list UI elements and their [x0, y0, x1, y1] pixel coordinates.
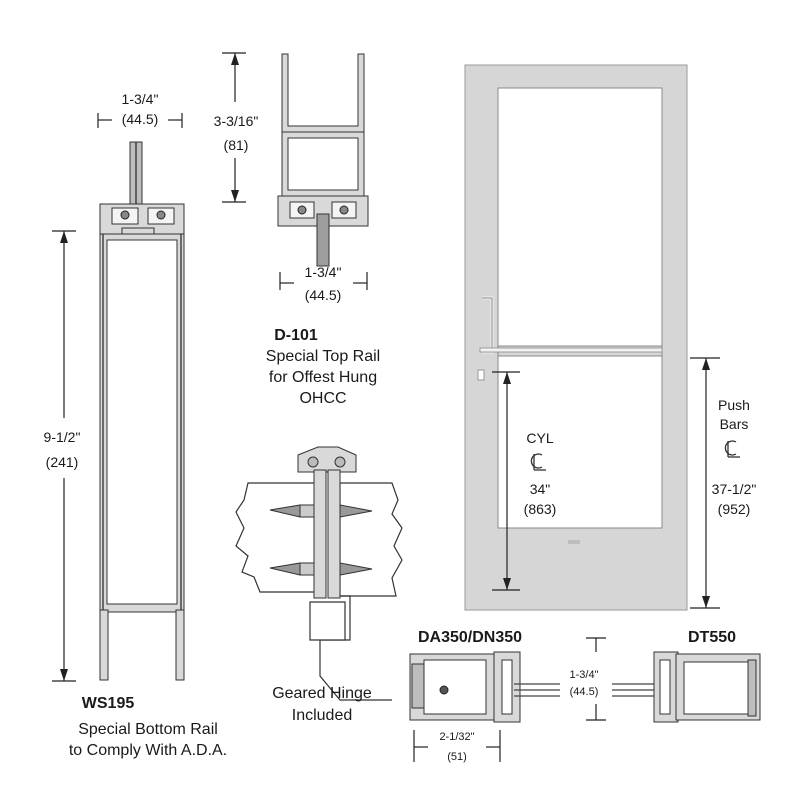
- d101-desc-line2: for Offest Hung: [269, 369, 377, 386]
- cyl-label: CYL: [526, 430, 553, 446]
- door-elevation: CYL 34" (863) Push Bars 37-1/2" (952): [464, 64, 757, 611]
- ws195-height-dim: 9-1/2": [44, 429, 81, 445]
- d101-width-dim-mm: (44.5): [305, 287, 342, 303]
- hinge-screw-top: [269, 504, 373, 518]
- hinge-label-line1: Geared Hinge: [272, 685, 372, 702]
- door-upper-glass: [497, 87, 663, 347]
- dt550-title: DT550: [688, 629, 736, 646]
- push-label-line1: Push: [718, 397, 750, 413]
- da350-title: DA350/DN350: [418, 629, 522, 646]
- dt550-section: DT550: [612, 629, 761, 723]
- dt550-bead-inner: [659, 659, 671, 715]
- d101-desc-line3: OHCC: [299, 390, 346, 407]
- hinge-screw-bottom: [269, 562, 373, 576]
- ws195-leg-left: [99, 609, 109, 681]
- hinge-gear-right: [334, 456, 346, 468]
- ws195-width-dim-mm: (44.5): [122, 111, 159, 127]
- door-push-bar[interactable]: [479, 347, 663, 353]
- d101-glass: [316, 213, 330, 267]
- d101-title: D-101: [274, 327, 318, 344]
- push-arrow-bottom: [702, 596, 710, 608]
- da350-width-dim: 2-1/32": [439, 731, 474, 743]
- hinge-bottom-block: [309, 601, 346, 641]
- d101-height-arrow-bottom: [231, 190, 239, 202]
- cyl-arrow-bottom: [503, 578, 511, 590]
- ws195-title: WS195: [82, 695, 135, 712]
- push-label-line2: Bars: [720, 416, 749, 432]
- ws195-leg-right: [175, 609, 185, 681]
- cyl-arrow-top: [503, 372, 511, 384]
- ws195-height-dim-mm: (241): [46, 454, 79, 470]
- cyl-centerline-icon: [530, 453, 546, 471]
- push-centerline-icon: [724, 440, 740, 458]
- da350-body-inner: [423, 659, 487, 715]
- geared-hinge-section: Geared Hinge Included: [235, 446, 403, 724]
- ws195-width-dim: 1-3/4": [122, 91, 159, 107]
- da350-screw: [439, 685, 449, 695]
- d101-height-dim-mm: (81): [224, 137, 249, 153]
- ws195-desc-line2: to Comply With A.D.A.: [69, 742, 227, 759]
- door-kickplate-mark: [568, 540, 580, 544]
- d101-height-arrow-top: [231, 53, 239, 65]
- hinge-gear-left: [307, 456, 319, 468]
- d101-height-dim: 3-3/16": [214, 113, 259, 129]
- d101-u-channel: [281, 53, 365, 133]
- push-dim-mm: (952): [718, 501, 751, 517]
- ws195-cap-screw-left: [120, 210, 130, 220]
- door-lock-cylinder: [477, 369, 485, 381]
- push-arrow-top: [702, 358, 710, 370]
- da350-width-dim-mm: (51): [447, 751, 467, 763]
- ws195-height-arrow-bottom: [60, 669, 68, 681]
- hinge-leaf-right: [327, 469, 341, 599]
- d101-body-inner: [287, 137, 359, 191]
- d101-screw-right: [339, 205, 349, 215]
- ws195-body-inner: [106, 239, 178, 605]
- ws195-height-arrow-top: [60, 231, 68, 243]
- d101-section: 3-3/16" (81) 1-3/4" (44.5) D-101 Special…: [214, 52, 380, 407]
- d101-desc-line1: Special Top Rail: [266, 348, 380, 365]
- d101-screw-left: [297, 205, 307, 215]
- push-dim: 37-1/2": [712, 481, 757, 497]
- hinge-left-panel: [235, 482, 319, 593]
- door-lower-glass: [497, 355, 663, 529]
- hinge-leaf-left: [313, 469, 327, 599]
- cyl-dim: 34": [530, 481, 551, 497]
- hinge-label-line2: Included: [292, 707, 353, 724]
- da350-bead-inner: [501, 659, 513, 715]
- ws195-desc-line1: Special Bottom Rail: [78, 721, 218, 738]
- da350-height-dim: 1-3/4": [570, 669, 599, 681]
- cyl-dim-mm: (863): [524, 501, 557, 517]
- hinge-gear-cap: [297, 446, 357, 473]
- d101-width-dim: 1-3/4": [305, 264, 342, 280]
- hinge-right-panel: [339, 482, 403, 597]
- ws195-section: 1-3/4" (44.5) 9-1/2" (241) WS195 Special…: [44, 91, 228, 759]
- ws195-cap-screw-right: [156, 210, 166, 220]
- dt550-body-inner: [683, 661, 749, 715]
- da350-left-stop: [411, 663, 425, 709]
- da350-height-dim-mm: (44.5): [570, 686, 599, 698]
- dt550-right-stop: [747, 659, 757, 717]
- da350-section: DA350/DN350 2-1/32" (51) 1-3/4" (44.5): [409, 629, 606, 763]
